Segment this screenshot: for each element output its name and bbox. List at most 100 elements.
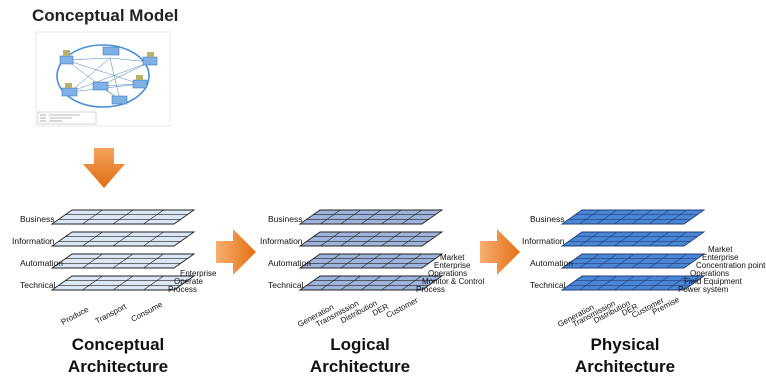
bottom-axis-label: Consume bbox=[130, 300, 165, 324]
grid-line bbox=[381, 253, 402, 269]
layer-label: Technical bbox=[20, 280, 56, 290]
grid-line bbox=[381, 275, 402, 291]
grid-line bbox=[320, 275, 341, 291]
layer-label: Information bbox=[12, 236, 55, 246]
right-arrow-icon bbox=[216, 229, 256, 275]
layer-plane bbox=[560, 231, 706, 247]
grid-line bbox=[596, 209, 618, 225]
grid-line bbox=[381, 231, 402, 247]
grid-line bbox=[648, 253, 670, 269]
grid-line bbox=[112, 253, 134, 269]
grid-line bbox=[360, 275, 382, 291]
layer-label: Business bbox=[530, 214, 565, 224]
caption-line: Conceptual bbox=[71, 335, 165, 354]
layer-label: Business bbox=[20, 214, 55, 224]
right-axis-label: Operate bbox=[174, 277, 203, 286]
grid-line bbox=[360, 253, 382, 269]
grid-line bbox=[143, 253, 164, 269]
conceptual-architecture-caption: Conceptual Architecture bbox=[58, 334, 178, 378]
right-axis-label: Field Equipment bbox=[684, 277, 743, 286]
right-axis-label: Process bbox=[168, 285, 197, 294]
grid-line bbox=[596, 231, 618, 247]
grid-line bbox=[579, 253, 600, 269]
grid-line bbox=[82, 253, 103, 269]
caption-line: Architecture bbox=[67, 357, 169, 376]
bottom-axis-label: Transport bbox=[94, 301, 129, 325]
grid-line bbox=[648, 275, 670, 291]
grid-line bbox=[381, 209, 402, 225]
grid-line bbox=[360, 231, 382, 247]
right-axis-label: Market bbox=[440, 253, 465, 262]
grid-line bbox=[666, 231, 687, 247]
grid-line bbox=[82, 209, 103, 225]
grid-line bbox=[360, 209, 382, 225]
grid-line bbox=[614, 253, 635, 269]
grid-line bbox=[112, 275, 134, 291]
grid-line bbox=[112, 231, 134, 247]
grid-line bbox=[340, 209, 361, 225]
layer-label: Automation bbox=[20, 258, 63, 268]
right-axis-label: Monitor & Control bbox=[422, 277, 484, 286]
right-axis-label: Process bbox=[416, 285, 445, 294]
grid-line bbox=[340, 231, 361, 247]
grid-line bbox=[579, 231, 600, 247]
bottom-axis-label: Produce bbox=[60, 305, 91, 327]
grid-line bbox=[82, 275, 103, 291]
page-title: Conceptual Model bbox=[32, 6, 179, 25]
right-axis-label: Operations bbox=[428, 269, 467, 278]
grid-line bbox=[666, 253, 687, 269]
grid-line bbox=[614, 209, 635, 225]
grid-line bbox=[648, 231, 670, 247]
caption-line: Architecture bbox=[574, 357, 676, 376]
grid-line bbox=[340, 253, 361, 269]
right-arrow-icon bbox=[480, 229, 520, 275]
grid-line bbox=[666, 209, 687, 225]
layer-label: Technical bbox=[268, 280, 304, 290]
grid-line bbox=[666, 275, 687, 291]
right-axis-label: Market bbox=[708, 245, 733, 254]
grid-line bbox=[596, 275, 618, 291]
bottom-axis-label: Customer bbox=[385, 296, 420, 320]
grid-line bbox=[401, 209, 422, 225]
right-axis-label: Enterprise bbox=[702, 253, 739, 262]
layer-label: Business bbox=[268, 214, 303, 224]
right-axis-label: Operations bbox=[690, 269, 729, 278]
grid-line bbox=[82, 231, 103, 247]
grid-line bbox=[340, 275, 361, 291]
layer-label: Information bbox=[522, 236, 565, 246]
right-axis-label: Enterprise bbox=[180, 269, 217, 278]
right-axis-label: Power system bbox=[678, 285, 729, 294]
grid-line bbox=[143, 231, 164, 247]
grid-line bbox=[320, 231, 341, 247]
layer-plane bbox=[560, 209, 706, 225]
layer-label: Information bbox=[260, 236, 303, 246]
grid-line bbox=[614, 231, 635, 247]
grid-line bbox=[596, 253, 618, 269]
down-arrow-icon bbox=[83, 148, 125, 188]
grid-line bbox=[631, 253, 652, 269]
grid-line bbox=[320, 253, 341, 269]
physical-layer-stack: BusinessInformationAutomationTechnicalMa… bbox=[522, 209, 766, 329]
layer-label: Technical bbox=[530, 280, 566, 290]
grid-line bbox=[401, 253, 422, 269]
caption-line: Physical bbox=[590, 335, 660, 354]
layer-plane bbox=[560, 253, 706, 269]
grid-line bbox=[614, 275, 635, 291]
caption-line: Architecture bbox=[309, 357, 411, 376]
grid-line bbox=[631, 275, 652, 291]
logical-architecture-caption: Logical Architecture bbox=[295, 334, 425, 378]
grid-line bbox=[320, 209, 341, 225]
grid-line bbox=[579, 275, 600, 291]
grid-line bbox=[143, 209, 164, 225]
grid-line bbox=[401, 275, 422, 291]
grid-line bbox=[631, 231, 652, 247]
grid-line bbox=[648, 209, 670, 225]
right-axis-label: Enterprise bbox=[434, 261, 471, 270]
layer-label: Automation bbox=[268, 258, 311, 268]
conceptual-model-thumbnail bbox=[35, 31, 171, 127]
grid-line bbox=[579, 209, 600, 225]
caption-line: Logical bbox=[330, 335, 390, 354]
